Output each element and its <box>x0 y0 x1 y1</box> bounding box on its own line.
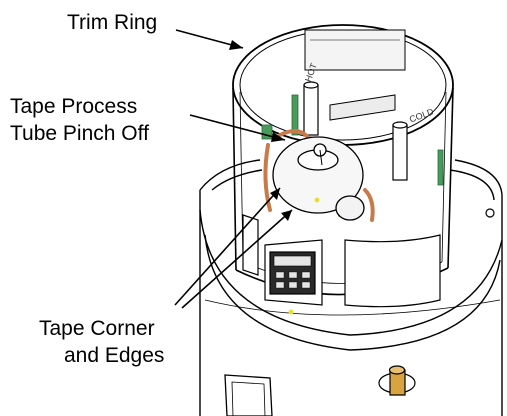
trim-ring-label: Trim Ring <box>67 11 158 34</box>
tank-body <box>199 159 503 416</box>
tape-process-label-line2: Tube Pinch Off <box>10 122 149 145</box>
callout-arrowheads <box>229 40 292 221</box>
pinch-off-leader <box>189 114 286 141</box>
pinch-off-arrowhead <box>271 132 285 142</box>
tape-corner-label-line1: Tape Corner <box>39 317 155 340</box>
corner-arrowhead-upper <box>270 188 280 200</box>
inner-back-panel <box>304 29 406 121</box>
highlight-dots <box>288 197 320 315</box>
tape-process-label-line1: Tape Process <box>10 95 138 118</box>
side-vent-panels <box>242 214 441 308</box>
corner-leader-upper <box>174 187 281 306</box>
corner-arrowhead-lower <box>281 210 292 221</box>
trim-ring-arrowhead <box>229 40 243 50</box>
compressor <box>272 136 365 221</box>
tape-corner-label-line2: and Edges <box>64 344 165 367</box>
corner-leader-lower <box>181 209 293 309</box>
lower-access-panel <box>224 374 273 416</box>
control-panel <box>264 239 323 306</box>
drain-valve <box>378 208 495 396</box>
circuit-boards <box>261 94 444 186</box>
